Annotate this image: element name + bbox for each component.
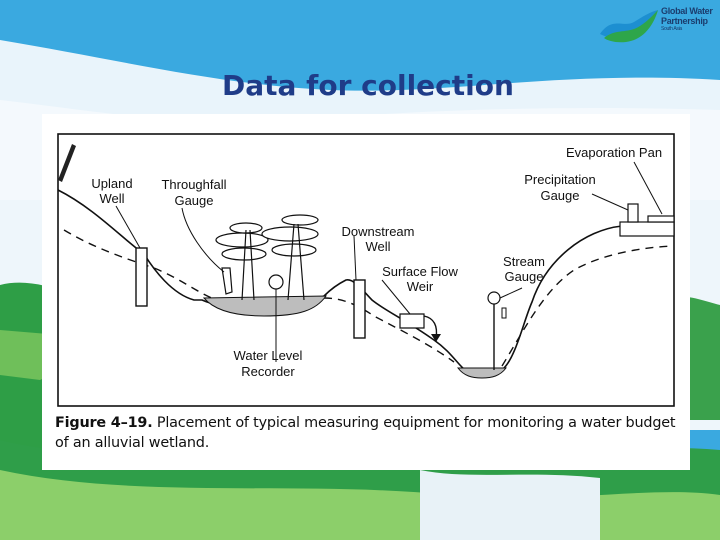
throughfall-gauge xyxy=(221,267,233,295)
label-downstream-1: Downstream xyxy=(342,224,415,239)
wetland-trees xyxy=(215,214,319,301)
weir-arrowhead xyxy=(431,334,441,342)
surface-flow-weir xyxy=(399,313,425,329)
label-leaders xyxy=(115,161,663,315)
label-throughfall-2: Gauge xyxy=(174,193,213,208)
diagram-frame xyxy=(57,133,675,407)
logo-line-2: Partnership xyxy=(661,16,708,26)
label-precip-1: Precipitation xyxy=(524,172,596,187)
label-surface-flow-1: Surface Flow xyxy=(382,264,458,279)
logo-line-3: South Asia xyxy=(661,26,682,32)
label-water-level-2: Recorder xyxy=(241,364,295,379)
label-throughfall-1: Throughfall xyxy=(161,177,226,192)
wetland-pool xyxy=(202,295,327,317)
slide-title: Data for collection xyxy=(222,68,514,102)
caption-number: Figure 4–19. xyxy=(55,415,153,431)
figure-card: Upland Well Throughfall Gauge Downstream… xyxy=(42,114,690,470)
stream-gauge-float xyxy=(501,307,507,319)
label-stream-gauge-2: Gauge xyxy=(504,269,543,284)
pen-icon xyxy=(58,144,76,182)
caption-text: Placement of typical measuring equipment… xyxy=(55,415,676,451)
downstream-well xyxy=(353,279,366,339)
figure-caption: Figure 4–19. Placement of typical measur… xyxy=(55,413,685,453)
water-table xyxy=(63,229,673,367)
stream-gauge xyxy=(487,291,501,305)
wetland-diagram: Upland Well Throughfall Gauge Downstream… xyxy=(57,133,675,407)
logo-wordmark: Global Water Partnership South Asia xyxy=(661,6,713,33)
label-evaporation-pan: Evaporation Pan xyxy=(566,145,662,160)
water-level-recorder xyxy=(268,274,284,290)
precipitation-gauge xyxy=(627,203,639,223)
label-upland-well-1: Upland xyxy=(91,176,132,191)
instrument-platform xyxy=(619,221,675,237)
evaporation-pan xyxy=(647,215,675,223)
label-downstream-2: Well xyxy=(365,239,390,254)
label-precip-2: Gauge xyxy=(540,188,579,203)
logo-line-1: Global Water xyxy=(661,6,713,16)
stream-channel xyxy=(456,367,508,379)
gwp-logo xyxy=(600,10,658,43)
label-upland-well-2: Well xyxy=(99,191,124,206)
label-surface-flow-2: Weir xyxy=(407,279,434,294)
label-stream-gauge-1: Stream xyxy=(503,254,545,269)
upland-well xyxy=(135,247,148,307)
ground-surface xyxy=(57,189,675,376)
label-water-level-1: Water Level xyxy=(234,348,303,363)
